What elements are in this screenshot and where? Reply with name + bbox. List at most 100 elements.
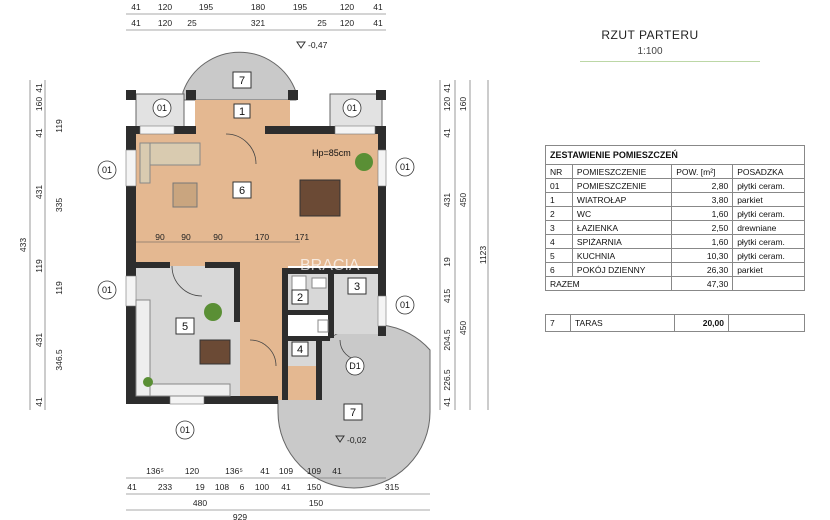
svg-text:6: 6: [240, 482, 245, 492]
svg-text:41: 41: [281, 482, 291, 492]
plant-icon: [355, 153, 373, 171]
svg-text:D1: D1: [349, 361, 361, 371]
svg-text:346.5: 346.5: [54, 349, 64, 371]
svg-text:315: 315: [385, 482, 399, 492]
bottom-dimensions: 136⁵ 120 136⁵ 41 109 109 41 41 233 19 10…: [127, 466, 399, 520]
plant-icon: [204, 303, 222, 321]
svg-text:433: 433: [18, 238, 28, 252]
svg-text:19: 19: [442, 257, 452, 267]
svg-text:204.5: 204.5: [442, 329, 452, 351]
svg-text:120: 120: [158, 2, 172, 12]
svg-text:90: 90: [155, 232, 165, 242]
plant-icon: [143, 377, 153, 387]
svg-text:109: 109: [307, 466, 321, 476]
svg-text:109: 109: [279, 466, 293, 476]
svg-text:1: 1: [239, 106, 245, 118]
plan-title: RZUT PARTERU: [601, 28, 699, 42]
room-labels: 7 1 1 6 5 2 3 4 7: [175, 71, 367, 421]
svg-text:41: 41: [131, 18, 141, 28]
svg-text:335: 335: [54, 198, 64, 212]
svg-text:41: 41: [373, 2, 383, 12]
plan-scale: 1:100: [637, 46, 663, 57]
title-block: RZUT PARTERU 1:100: [560, 28, 760, 62]
right-dimensions: 41 120 41 431 19 415 204.5 226.5 41 160 …: [442, 83, 488, 407]
svg-text:431: 431: [34, 333, 44, 347]
svg-text:136⁵: 136⁵: [146, 466, 164, 476]
svg-text:01: 01: [157, 103, 167, 113]
svg-text:2: 2: [297, 292, 303, 304]
svg-text:41: 41: [131, 2, 141, 12]
table-header-row: NR POMIESZCZENIE POW. [m²] POSADZKA: [545, 164, 805, 179]
svg-text:01: 01: [102, 165, 112, 175]
svg-text:119: 119: [34, 259, 44, 273]
svg-text:41: 41: [442, 128, 452, 138]
table-row: 7 TARAS 20,00: [545, 314, 805, 332]
svg-text:41: 41: [34, 83, 44, 93]
svg-text:01: 01: [347, 103, 357, 113]
svg-text:41: 41: [373, 18, 383, 28]
svg-text:41: 41: [442, 397, 452, 407]
corridor-floor: [288, 366, 320, 400]
table-header: NR: [545, 164, 573, 179]
svg-text:415: 415: [442, 289, 452, 303]
furniture: [135, 142, 341, 397]
svg-text:-0,02: -0,02: [347, 435, 367, 445]
svg-text:226.5: 226.5: [442, 369, 452, 391]
svg-text:25: 25: [317, 18, 327, 28]
svg-text:90: 90: [213, 232, 223, 242]
svg-text:480: 480: [193, 498, 207, 508]
svg-text:41: 41: [442, 83, 452, 93]
svg-text:108: 108: [215, 482, 229, 492]
dimension-lines: [29, 13, 489, 511]
svg-text:160: 160: [458, 97, 468, 111]
svg-text:120: 120: [442, 97, 452, 111]
svg-text:120: 120: [340, 18, 354, 28]
svg-text:41: 41: [34, 397, 44, 407]
svg-text:136⁵: 136⁵: [225, 466, 243, 476]
counter-height-label: Hp=85cm: [312, 148, 351, 158]
svg-text:450: 450: [458, 193, 468, 207]
svg-text:19: 19: [195, 482, 205, 492]
svg-text:120: 120: [185, 466, 199, 476]
svg-text:929: 929: [233, 512, 247, 520]
svg-text:41: 41: [34, 128, 44, 138]
svg-text:1123: 1123: [478, 246, 488, 265]
door-swings: [171, 133, 361, 367]
svg-text:01: 01: [400, 162, 410, 172]
svg-text:41: 41: [127, 482, 137, 492]
svg-text:41: 41: [332, 466, 342, 476]
table-caption: ZESTAWIENIE POMIESZCZEŃ: [545, 145, 805, 165]
svg-text:120: 120: [340, 2, 354, 12]
svg-text:100: 100: [255, 482, 269, 492]
svg-text:450: 450: [458, 321, 468, 335]
door-marker: [345, 356, 365, 376]
svg-text:170: 170: [255, 232, 269, 242]
svg-text:119: 119: [54, 281, 64, 295]
svg-text:119: 119: [54, 119, 64, 133]
svg-text:3: 3: [354, 281, 360, 293]
left-dimensions: 433 41 160 41 431 119 41 431 119 335 119…: [18, 83, 64, 407]
watermark: BRACIA: [300, 257, 360, 274]
window-marker-labels: 01 01 01 01 01 01 01: [102, 103, 410, 435]
table-header: POW. [m²]: [671, 164, 734, 179]
svg-text:233: 233: [158, 482, 172, 492]
svg-text:7: 7: [350, 407, 356, 419]
table-header: POSADZKA: [732, 164, 805, 179]
table-header: POMIESZCZENIE: [571, 164, 673, 179]
elevation-marker-icon: [296, 41, 306, 49]
svg-text:25: 25: [187, 18, 197, 28]
svg-text:171: 171: [295, 232, 309, 242]
svg-text:195: 195: [199, 2, 213, 12]
svg-text:01: 01: [400, 300, 410, 310]
svg-text:321: 321: [251, 18, 265, 28]
top-dimensions: 41 120 195 180 195 120 41 41 120 25 321 …: [131, 2, 383, 28]
svg-text:150: 150: [309, 498, 323, 508]
svg-text:150: 150: [307, 482, 321, 492]
svg-text:431: 431: [34, 185, 44, 199]
